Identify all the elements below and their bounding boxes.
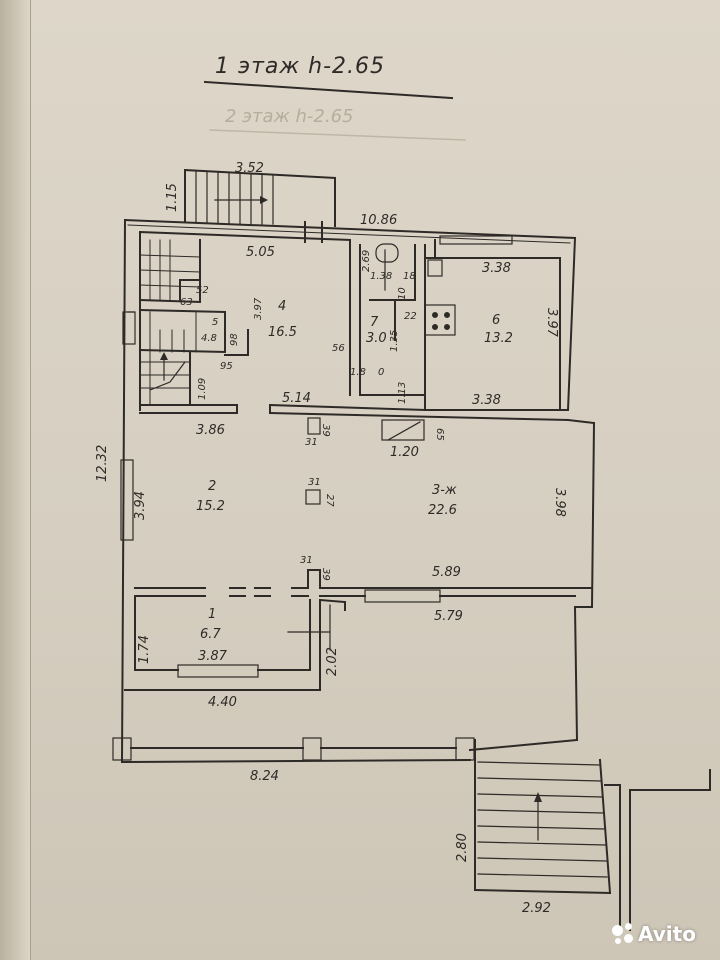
room-area-5: 4.8: [201, 333, 217, 344]
dim-room1-width: 3.87: [198, 649, 227, 664]
dim-stair-c: 98: [229, 333, 240, 346]
dim-building-height: 12.32: [95, 444, 110, 482]
dim-room7-small-d: 22: [404, 311, 417, 322]
dim-stair-e: 1.09: [197, 377, 208, 400]
dim-room7-small-a: 2.69: [361, 249, 372, 272]
dim-total-width: 10.86: [360, 213, 398, 228]
dim-stair-bottom-width: 2.92: [522, 901, 551, 916]
dim-room7-side: 1.13: [397, 381, 408, 404]
dim-wall-65: 65: [434, 428, 445, 441]
dim-room4-height: 3.97: [253, 297, 264, 320]
dim-room7-width: 1.38: [370, 271, 393, 282]
dim-bottom-width: 8.24: [250, 769, 279, 784]
title-underline: [203, 80, 454, 100]
dim-room4-bottom: 5.14: [282, 391, 311, 406]
dim-room7-small-b: 18: [403, 271, 416, 282]
dim-col-31: 31: [308, 477, 321, 488]
dim-stair-b: 63: [180, 297, 193, 308]
room-area-6: 13.2: [484, 331, 513, 346]
room-area-3: 22.6: [428, 503, 457, 518]
dim-wall-31a: 31: [305, 437, 318, 448]
interior-stair: [138, 239, 249, 406]
dim-stair-bottom-depth: 2.80: [455, 833, 470, 862]
dim-room6-width-top: 3.38: [482, 261, 511, 276]
dim-room4-width: 5.05: [246, 245, 275, 260]
dim-room7-small-e: 1.35: [389, 329, 400, 352]
dim-stair-a: 52: [196, 285, 209, 296]
dim-terrace-width: 5.79: [434, 609, 463, 624]
page-edge: [0, 0, 31, 960]
dim-room1-side: 2.02: [325, 647, 340, 676]
dim-stair-top-depth: 1.15: [165, 183, 180, 212]
outer-walls: [120, 218, 596, 764]
dim-wall-56: 56: [332, 343, 345, 354]
dim-room3-bottom: 5.89: [432, 565, 461, 580]
avito-watermark: Avito: [612, 922, 696, 946]
dim-room6-height: 3.97: [544, 308, 559, 337]
dim-room1-height: 1.74: [137, 635, 152, 664]
dim-col-27: 27: [324, 494, 335, 507]
dim-wall-31b: 31: [300, 555, 313, 566]
top-stair: [183, 168, 337, 227]
avito-logo-icon: [612, 923, 634, 945]
room-area-1: 6.7: [200, 627, 221, 642]
room-label-2: 2: [208, 479, 217, 494]
dim-wall-39b: 39: [320, 568, 331, 581]
room-area-4: 16.5: [268, 325, 297, 340]
dim-stair-d: 95: [220, 361, 233, 372]
dim-wall-120: 1.20: [390, 445, 419, 460]
dim-room2-height: 3.94: [133, 491, 148, 520]
dim-wall-39a: 39: [320, 424, 331, 437]
dim-room7-small-c: 10: [397, 287, 408, 300]
room-label-5: 5: [212, 317, 219, 328]
dim-room7-bottom-b: 0: [378, 367, 385, 378]
bottom-stair: [473, 739, 711, 931]
dim-porch-width: 4.40: [208, 695, 237, 710]
room-area-2: 15.2: [196, 499, 225, 514]
dim-room3-height: 3.98: [552, 488, 567, 517]
dim-room6-width-bottom: 3.38: [472, 393, 501, 408]
room-label-3: 3-ж: [432, 483, 457, 498]
ghost-floor-title: 2 этаж h-2.65: [225, 106, 354, 127]
dim-room2-top: 3.86: [196, 423, 225, 438]
dim-room7-bottom: 1.8: [350, 367, 366, 378]
room-label-4: 4: [278, 299, 287, 314]
floor-title: 1 этаж h-2.65: [215, 54, 386, 79]
dim-stair-top-width: 3.52: [235, 161, 264, 176]
room-label-6: 6: [492, 313, 501, 328]
ghost-title-underline: [209, 129, 466, 141]
room-label-1: 1: [208, 607, 217, 622]
room-area-7: 3.0: [366, 331, 387, 346]
room-label-7: 7: [370, 315, 379, 330]
watermark-text: Avito: [638, 922, 696, 946]
